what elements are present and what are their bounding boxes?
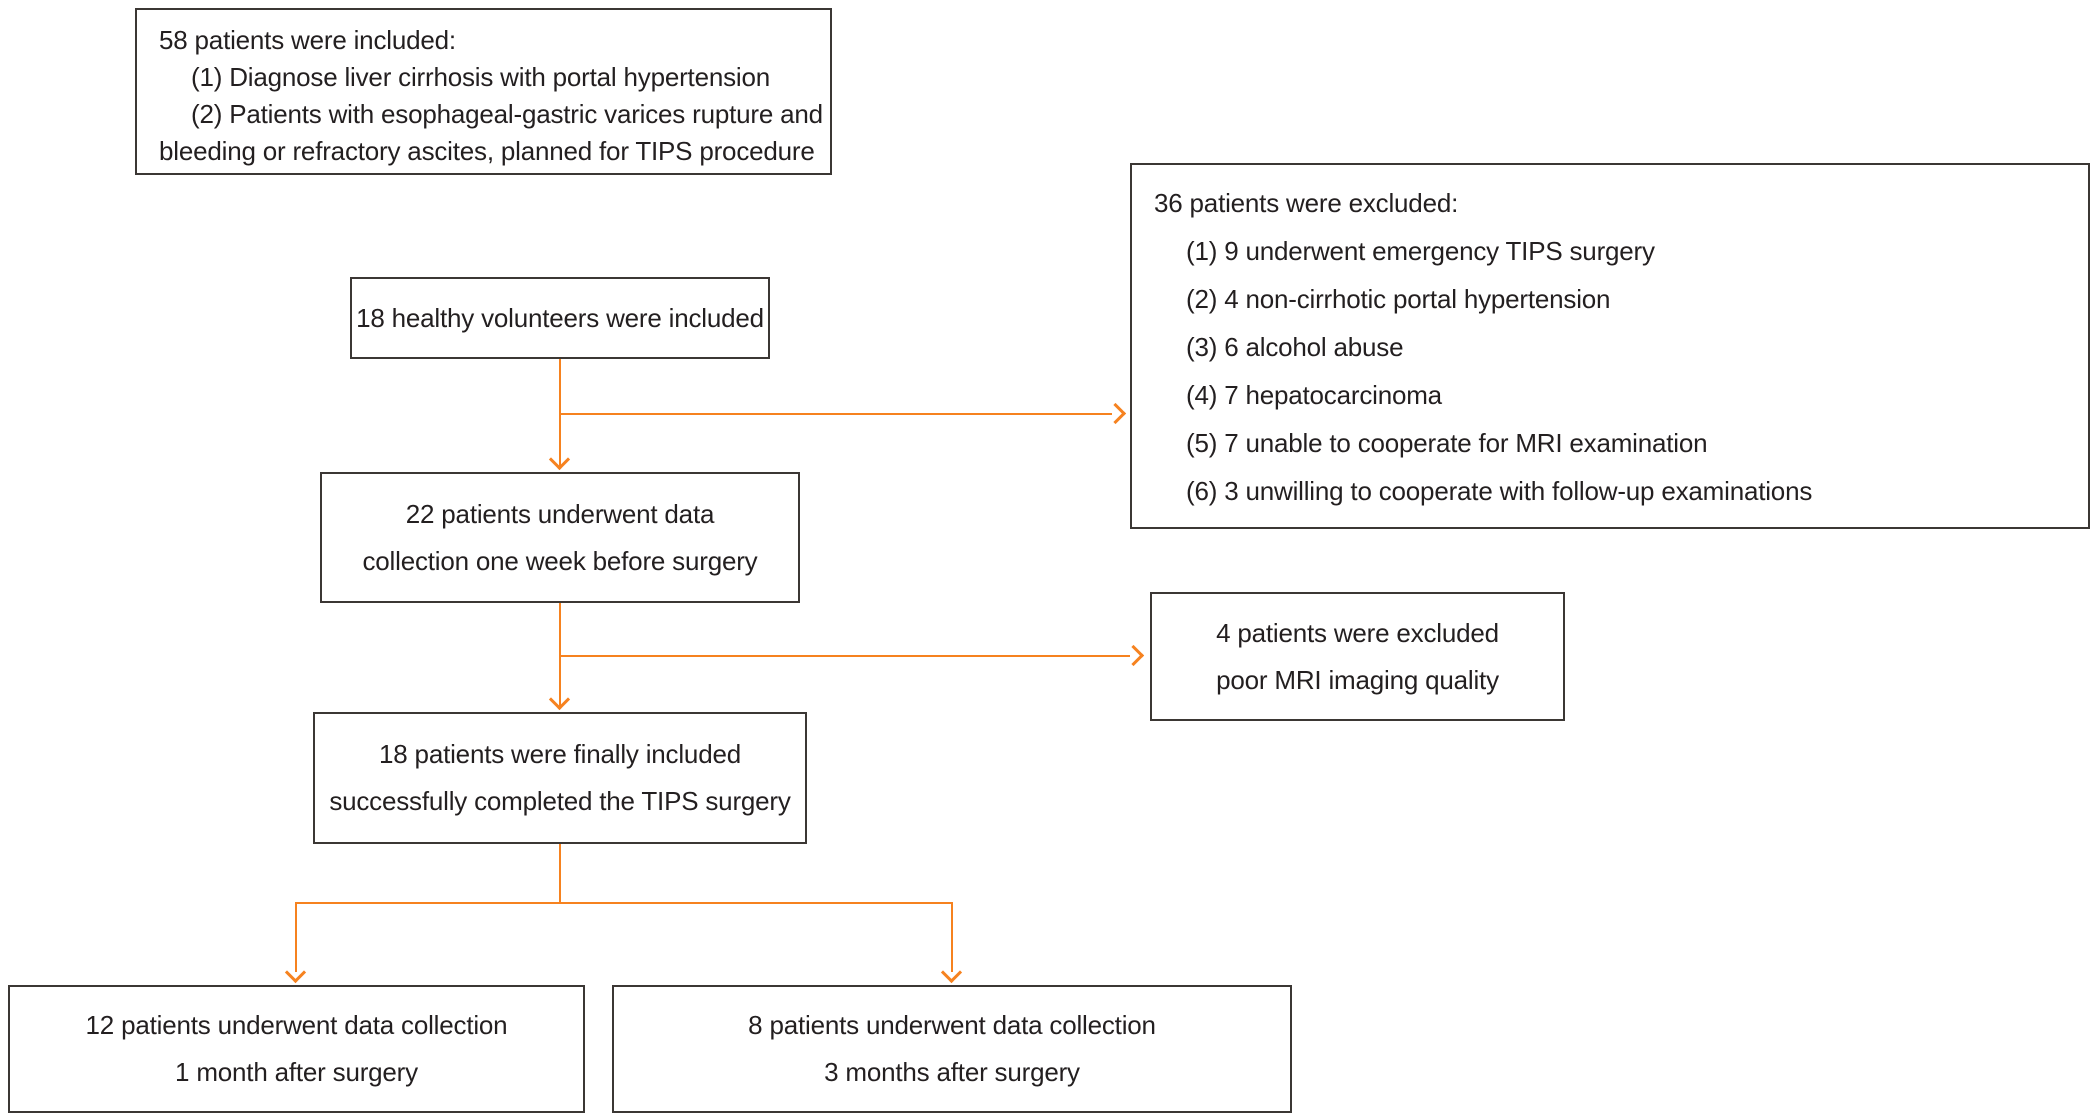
text-line: successfully completed the TIPS surgery <box>329 786 791 816</box>
text-line: 36 patients were excluded: <box>1154 188 1459 218</box>
arrowhead-right-icon <box>1122 644 1145 667</box>
box-three-months-followup: 8 patients underwent data collection 3 m… <box>612 985 1292 1113</box>
box-excluded-4: 4 patients were excluded poor MRI imagin… <box>1150 592 1565 721</box>
text-line: collection one week before surgery <box>362 545 758 576</box>
text-line: 1 month after surgery <box>175 1057 418 1087</box>
text-line: 18 healthy volunteers were included <box>356 302 764 333</box>
text-line: 12 patients underwent data collection <box>85 1010 508 1040</box>
arrowhead-down-icon <box>940 961 963 984</box>
text-line: (3) 6 alcohol abuse <box>1186 332 1404 362</box>
text-line: (5) 7 unable to cooperate for MRI examin… <box>1186 428 1708 458</box>
connector-line <box>560 655 1130 657</box>
connector-line <box>559 359 561 466</box>
arrowhead-down-icon <box>284 961 307 984</box>
text-line: (1) 9 underwent emergency TIPS surgery <box>1186 236 1655 266</box>
connector-line <box>295 902 297 972</box>
text-line: poor MRI imaging quality <box>1216 664 1499 695</box>
connector-line <box>560 413 1112 415</box>
text-line: (6) 3 unwilling to cooperate with follow… <box>1186 476 1813 506</box>
text-line: 18 patients were finally included <box>379 739 741 769</box>
connector-line <box>951 902 953 972</box>
box-one-month-followup: 12 patients underwent data collection 1 … <box>8 985 585 1113</box>
connector-line <box>295 902 953 904</box>
text-line: (2) 4 non-cirrhotic portal hypertension <box>1186 284 1611 314</box>
text-line: 8 patients underwent data collection <box>748 1010 1156 1040</box>
text-line: 4 patients were excluded <box>1216 617 1499 648</box>
connector-line <box>559 603 561 706</box>
box-excluded-36: 36 patients were excluded: (1) 9 underwe… <box>1130 163 2090 529</box>
text-line: 3 months after surgery <box>824 1057 1080 1087</box>
box-week-before-surgery: 22 patients underwent data collection on… <box>320 472 800 603</box>
box-final-included: 18 patients were finally included succes… <box>313 712 807 844</box>
text-line: (2) Patients with esophageal-gastric var… <box>191 99 823 129</box>
text-line: (4) 7 hepatocarcinoma <box>1186 380 1442 410</box>
arrowhead-right-icon <box>1104 402 1127 425</box>
arrowhead-down-icon <box>548 688 571 711</box>
connector-line <box>559 844 561 904</box>
text-line: (1) Diagnose liver cirrhosis with portal… <box>191 62 770 92</box>
text-line: 22 patients underwent data <box>405 498 715 529</box>
box-healthy-volunteers: 18 healthy volunteers were included <box>350 277 770 359</box>
text-line: bleeding or refractory ascites, planned … <box>159 136 815 166</box>
arrowhead-down-icon <box>548 448 571 471</box>
text-line: 58 patients were included: <box>159 25 456 55</box>
box-inclusion-criteria: 58 patients were included: (1) Diagnose … <box>135 8 832 175</box>
